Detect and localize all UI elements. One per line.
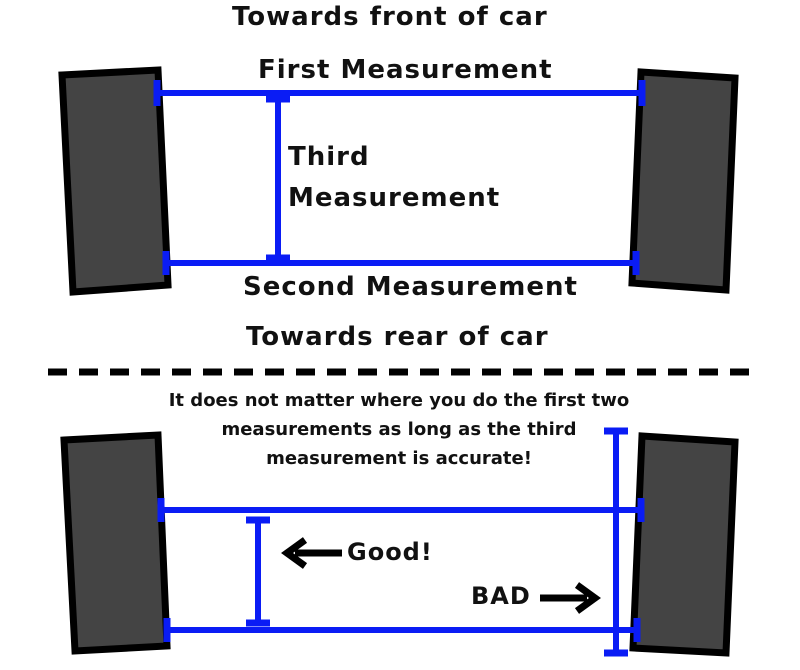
rear-label: Towards rear of car bbox=[246, 322, 549, 352]
good-label: Good! bbox=[347, 538, 433, 566]
instruction-note: It does not matter where you do the firs… bbox=[168, 390, 630, 469]
first-measurement-label: First Measurement bbox=[258, 55, 553, 85]
right-front-tire bbox=[628, 68, 739, 294]
second-measurement-line bbox=[162, 251, 640, 275]
front-label: Towards front of car bbox=[232, 2, 548, 32]
top-diagram bbox=[58, 66, 739, 296]
third-measurement-label-line2: Measurement bbox=[288, 183, 501, 213]
bottom-diagram bbox=[60, 427, 739, 657]
first-measurement-line bbox=[153, 80, 646, 106]
bad-label: BAD bbox=[471, 582, 531, 610]
second-measurement-label: Second Measurement bbox=[243, 272, 578, 302]
bottom-second-measurement-line bbox=[163, 618, 641, 642]
third-measurement-label-line1: Third bbox=[288, 142, 370, 172]
left-front-tire bbox=[58, 66, 172, 296]
bad-third-measurement-line bbox=[604, 427, 628, 657]
good-arrow-icon bbox=[281, 537, 342, 569]
bad-arrow-icon bbox=[540, 582, 601, 614]
bottom-first-measurement-line bbox=[157, 498, 645, 522]
third-measurement-line bbox=[266, 95, 290, 262]
right-rear-tire bbox=[629, 432, 739, 657]
left-rear-tire bbox=[60, 431, 171, 655]
good-third-measurement-line bbox=[246, 516, 270, 627]
